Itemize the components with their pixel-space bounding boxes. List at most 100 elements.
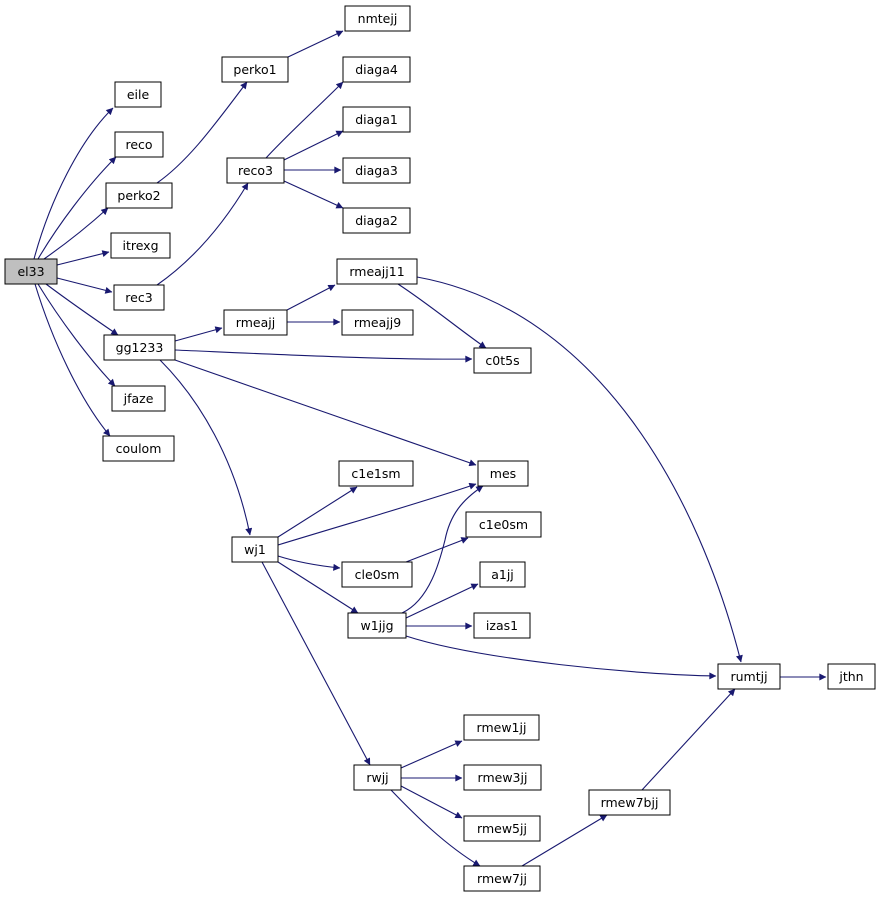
node-label-diaga2: diaga2 bbox=[355, 213, 398, 228]
node-rec3[interactable]: rec3 bbox=[113, 284, 165, 311]
node-diaga4[interactable]: diaga4 bbox=[342, 56, 411, 83]
edge-perko2-to-perko1 bbox=[156, 81, 248, 184]
edge-rmeajj11-to-rumtjj bbox=[416, 276, 743, 663]
node-mes[interactable]: mes bbox=[477, 460, 529, 487]
node-label-nmtejj: nmtejj bbox=[358, 11, 398, 26]
node-label-rmew7bjj: rmew7bjj bbox=[601, 795, 659, 810]
node-box-cle0sm bbox=[341, 561, 413, 588]
node-eile[interactable]: eile bbox=[114, 81, 162, 108]
edge-rwjj-to-rmew1jj bbox=[400, 740, 463, 769]
node-nmtejj[interactable]: nmtejj bbox=[344, 5, 411, 32]
edge-rmew7bjj-to-rumtjj bbox=[641, 688, 736, 791]
nodes: el33 eile reco perko2 itrexg rec3 gg1233 jfaze c… bbox=[4, 5, 876, 892]
node-label-c0t5s: c0t5s bbox=[485, 353, 519, 368]
node-label-cle0sm: cle0sm bbox=[355, 567, 400, 582]
node-label-perko1: perko1 bbox=[233, 62, 276, 77]
node-jfaze[interactable]: jfaze bbox=[111, 385, 166, 412]
node-label-itrexg: itrexg bbox=[122, 238, 158, 253]
node-box-rec3 bbox=[113, 284, 165, 311]
node-a1jj[interactable]: a1jj bbox=[479, 561, 526, 588]
node-diaga2[interactable]: diaga2 bbox=[342, 207, 411, 234]
node-box-c1e0sm bbox=[465, 511, 542, 538]
node-coulom[interactable]: coulom bbox=[102, 435, 175, 462]
node-box-reco3 bbox=[226, 157, 285, 184]
node-box-wj1 bbox=[231, 536, 279, 563]
node-box-jfaze bbox=[111, 385, 166, 412]
node-rmew7jj[interactable]: rmew7jj bbox=[463, 865, 541, 892]
edge-wj1-to-c1e1sm bbox=[277, 486, 358, 538]
node-izas1[interactable]: izas1 bbox=[473, 612, 531, 639]
node-box-diaga1 bbox=[342, 106, 411, 133]
node-diaga1[interactable]: diaga1 bbox=[342, 106, 411, 133]
node-label-rumtjj: rumtjj bbox=[730, 669, 767, 684]
node-rmeajj[interactable]: rmeajj bbox=[223, 309, 288, 336]
node-box-mes bbox=[477, 460, 529, 487]
node-box-rmeajj bbox=[223, 309, 288, 336]
node-label-c1e0sm: c1e0sm bbox=[479, 517, 528, 532]
node-box-rumtjj bbox=[717, 663, 781, 690]
edge-perko1-to-nmtejj bbox=[287, 30, 344, 58]
node-label-rmew5jj: rmew5jj bbox=[477, 821, 527, 836]
node-box-rwjj bbox=[353, 764, 402, 791]
edge-reco3-to-diaga1 bbox=[283, 130, 344, 161]
node-wj1[interactable]: wj1 bbox=[231, 536, 279, 563]
node-gg1233[interactable]: gg1233 bbox=[103, 334, 176, 361]
node-label-el33: el33 bbox=[17, 264, 44, 279]
node-c1e0sm[interactable]: c1e0sm bbox=[465, 511, 542, 538]
node-label-jthn: jthn bbox=[838, 669, 863, 684]
node-c0t5s[interactable]: c0t5s bbox=[473, 347, 532, 374]
node-rmew3jj[interactable]: rmew3jj bbox=[463, 764, 542, 791]
node-box-diaga3 bbox=[342, 157, 411, 184]
node-label-rwjj: rwjj bbox=[366, 770, 388, 785]
edge-wj1-to-rwjj bbox=[261, 561, 371, 766]
node-reco[interactable]: reco bbox=[114, 131, 164, 158]
node-rmew1jj[interactable]: rmew1jj bbox=[463, 714, 540, 741]
edge-wj1-to-cle0sm bbox=[277, 555, 341, 571]
node-box-rmew5jj bbox=[463, 815, 541, 842]
node-jthn[interactable]: jthn bbox=[827, 663, 876, 690]
edge-el33-to-eile bbox=[33, 107, 114, 260]
node-perko1[interactable]: perko1 bbox=[221, 56, 289, 83]
node-label-diaga1: diaga1 bbox=[355, 112, 398, 127]
edge-gg1233-to-wj1 bbox=[159, 359, 253, 536]
node-box-rmew1jj bbox=[463, 714, 540, 741]
node-box-diaga4 bbox=[342, 56, 411, 83]
node-rmew5jj[interactable]: rmew5jj bbox=[463, 815, 541, 842]
edge-rec3-to-reco3 bbox=[156, 182, 249, 286]
node-rmeajj11[interactable]: rmeajj11 bbox=[336, 258, 418, 285]
node-label-diaga3: diaga3 bbox=[355, 163, 398, 178]
node-diaga3[interactable]: diaga3 bbox=[342, 157, 411, 184]
node-w1jjg[interactable]: w1jjg bbox=[347, 612, 407, 639]
node-itrexg[interactable]: itrexg bbox=[110, 232, 171, 259]
node-label-w1jjg: w1jjg bbox=[360, 618, 393, 633]
node-rmeajj9[interactable]: rmeajj9 bbox=[341, 309, 414, 336]
edge-el33-to-itrexg bbox=[56, 250, 110, 266]
edge-wj1-to-w1jjg bbox=[277, 561, 359, 614]
node-label-gg1233: gg1233 bbox=[116, 340, 164, 355]
node-box-jthn bbox=[827, 663, 876, 690]
node-rwjj[interactable]: rwjj bbox=[353, 764, 402, 791]
node-label-mes: mes bbox=[490, 466, 516, 481]
edge-gg1233-to-rmeajj bbox=[174, 326, 223, 342]
node-label-wj1: wj1 bbox=[244, 542, 266, 557]
node-rmew7bjj[interactable]: rmew7bjj bbox=[588, 789, 671, 816]
node-el33[interactable]: el33 bbox=[4, 258, 58, 285]
node-box-rmew7jj bbox=[463, 865, 541, 892]
node-rumtjj[interactable]: rumtjj bbox=[717, 663, 781, 690]
node-box-w1jjg bbox=[347, 612, 407, 639]
node-box-eile bbox=[114, 81, 162, 108]
node-label-perko2: perko2 bbox=[117, 188, 160, 203]
edge-reco3-to-diaga4 bbox=[265, 81, 344, 159]
node-label-rmeajj: rmeajj bbox=[236, 315, 275, 330]
node-cle0sm[interactable]: cle0sm bbox=[341, 561, 413, 588]
node-reco3[interactable]: reco3 bbox=[226, 157, 285, 184]
edge-el33-to-reco bbox=[37, 156, 117, 260]
node-c1e1sm[interactable]: c1e1sm bbox=[338, 460, 414, 487]
node-label-jfaze: jfaze bbox=[123, 391, 154, 406]
node-perko2[interactable]: perko2 bbox=[105, 182, 173, 209]
edge-w1jjg-to-mes bbox=[401, 485, 484, 614]
node-label-rmeajj11: rmeajj11 bbox=[349, 264, 404, 279]
node-box-rmeajj11 bbox=[336, 258, 418, 285]
edge-gg1233-to-mes bbox=[174, 359, 477, 467]
